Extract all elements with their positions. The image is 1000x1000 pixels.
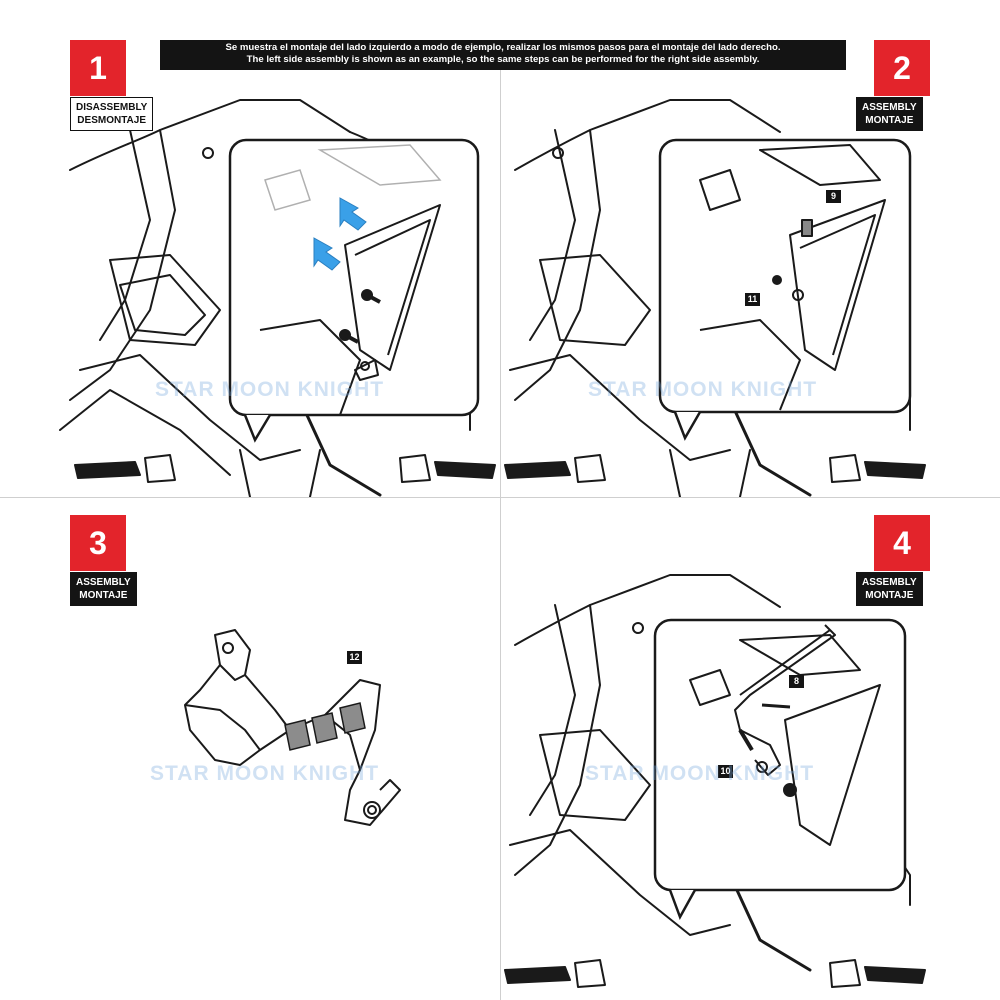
part-callout-9: 9: [826, 190, 841, 203]
vertical-divider: [500, 70, 501, 1000]
step-4-label-en: ASSEMBLY: [862, 577, 917, 588]
banner-text-es: Se muestra el montaje del lado izquierdo…: [225, 42, 781, 53]
part-callout-10: 10: [718, 765, 733, 778]
step-2-number: 2: [874, 40, 930, 96]
part-callout-11: 11: [745, 293, 760, 306]
step-3-label: ASSEMBLY MONTAJE: [70, 572, 137, 606]
banner-text-en: The left side assembly is shown as an ex…: [246, 54, 760, 65]
watermark-1: STAR MOON KNIGHT: [155, 378, 385, 401]
panel-2-illustration: [504, 99, 926, 497]
arrow-icon: [313, 197, 367, 271]
step-3-number: 3: [70, 515, 126, 571]
watermark-2: STAR MOON KNIGHT: [588, 378, 818, 401]
step-1-label: DISASSEMBLY DESMONTAJE: [70, 97, 154, 131]
step-2-label-es: MONTAJE: [865, 115, 914, 126]
watermark-4: STAR MOON KNIGHT: [585, 762, 815, 785]
step-4-label-es: MONTAJE: [865, 590, 914, 601]
panel-3-illustration: [184, 629, 401, 826]
step-2-label: ASSEMBLY MONTAJE: [856, 97, 923, 131]
panel-1-illustration: [59, 99, 496, 497]
step-3-label-en: ASSEMBLY: [76, 577, 131, 588]
step-1-label-en: DISASSEMBLY: [76, 102, 148, 113]
panel-4-illustration: [504, 574, 926, 988]
step-1-number: 1: [70, 40, 126, 96]
part-callout-12: 12: [347, 651, 362, 664]
horizontal-divider: [0, 497, 1000, 498]
watermark-3: STAR MOON KNIGHT: [150, 762, 380, 785]
step-4-number: 4: [874, 515, 930, 571]
instruction-banner: Se muestra el montaje del lado izquierdo…: [160, 40, 846, 70]
step-4-label: ASSEMBLY MONTAJE: [856, 572, 923, 606]
step-2-label-en: ASSEMBLY: [862, 102, 917, 113]
part-callout-8: 8: [789, 675, 804, 688]
step-1-label-es: DESMONTAJE: [77, 115, 147, 126]
step-3-label-es: MONTAJE: [79, 590, 128, 601]
